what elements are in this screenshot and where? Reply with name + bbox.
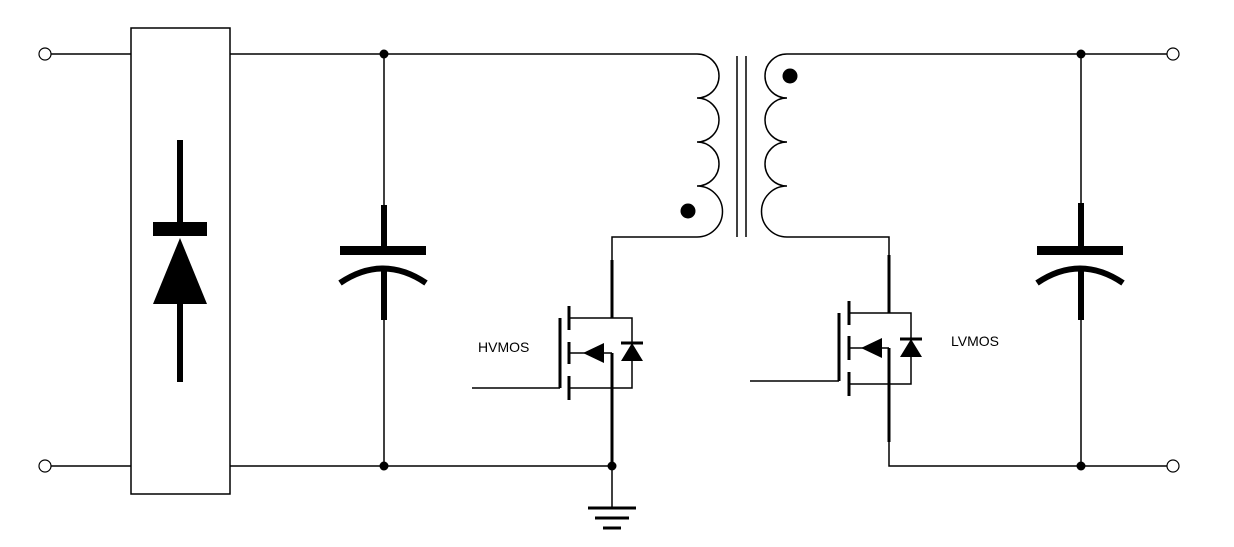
rectifier-diode-symbol [153, 140, 207, 382]
output-terminal-bottom [1166, 459, 1180, 473]
output-terminal-top [1166, 47, 1180, 61]
output-capacitor [1035, 54, 1125, 466]
hv-body-diode [612, 317, 643, 389]
secondary-drain-wire [787, 236, 890, 255]
polarity-dot-primary [680, 203, 696, 219]
rectifier-block [130, 27, 231, 495]
polarity-dot-secondary [782, 68, 798, 84]
secondary-bottom-rail [888, 442, 1167, 467]
primary-drain-wire [611, 236, 697, 260]
hv-mosfet-label: HVMOS [478, 339, 529, 355]
input-terminal-top [38, 47, 131, 61]
primary-winding [680, 53, 724, 238]
hv-mosfet [472, 260, 643, 466]
input-capacitor [338, 54, 428, 466]
ground-symbol [588, 466, 636, 530]
lv-mosfet [750, 255, 922, 442]
transformer [680, 53, 798, 238]
transformer-core [736, 56, 747, 237]
lv-body-diode [889, 312, 922, 385]
input-terminal-bottom [38, 459, 131, 473]
secondary-winding [760, 53, 798, 238]
lv-mosfet-label: LVMOS [951, 333, 999, 349]
